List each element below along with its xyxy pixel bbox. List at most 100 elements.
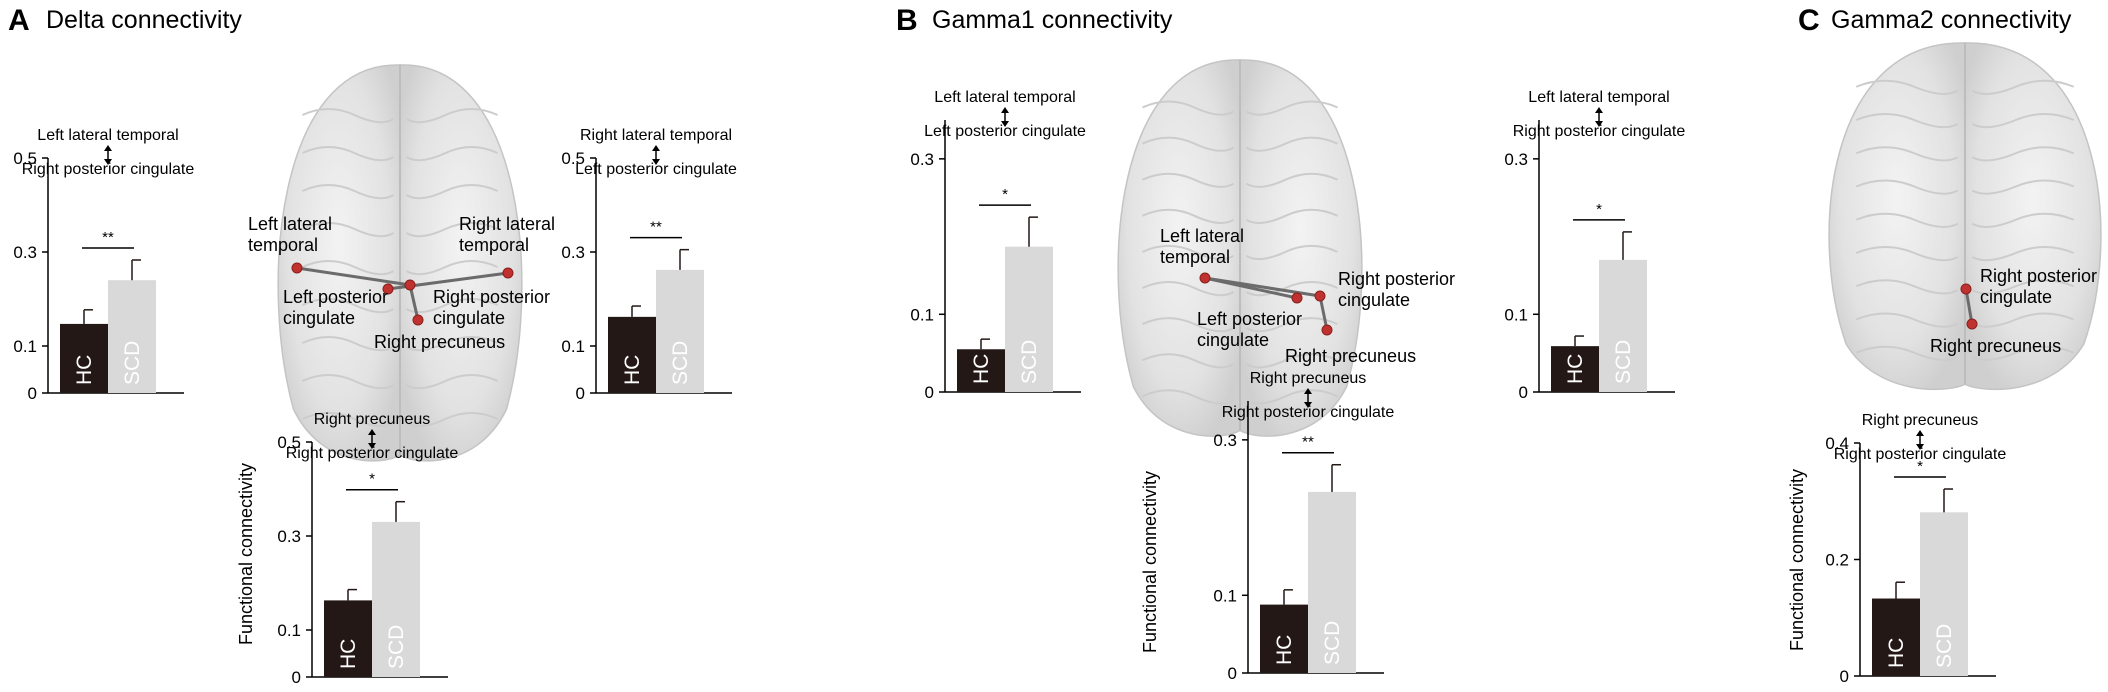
- y-tick-label: 0.1: [1213, 586, 1237, 605]
- gyrus-line: [1245, 389, 1338, 405]
- gyrus-line: [1142, 353, 1235, 369]
- gyrus-line: [1142, 244, 1235, 261]
- gyrus-line: [405, 260, 498, 276]
- gyrus-line: [1855, 79, 1959, 95]
- arrow-head: [652, 145, 660, 151]
- annotation-region-a: Left lateral temporal: [1528, 89, 1669, 106]
- connection-edge: [296, 266, 411, 287]
- gyrus-line: [405, 374, 498, 390]
- bar-scd: [1920, 512, 1968, 676]
- gyrus-line: [1245, 281, 1338, 297]
- y-tick-label: 0.3: [910, 150, 934, 169]
- y-tick-label: 0.1: [561, 337, 585, 356]
- category-label: SCD: [1321, 621, 1344, 665]
- bar-hc: [957, 349, 1005, 392]
- gyrus-line: [1971, 79, 2075, 95]
- annotation-region-b: Left posterior cingulate: [924, 123, 1086, 140]
- y-axis-label: Functional connectivity: [1787, 469, 1807, 651]
- gyrus-line: [1245, 244, 1338, 261]
- category-label: SCD: [1933, 624, 1956, 668]
- y-tick-label: 0.3: [277, 527, 301, 546]
- gyrus-line: [405, 108, 498, 124]
- bar-hc: [324, 600, 372, 677]
- y-tick-label: 0: [1228, 664, 1237, 683]
- gyrus-line: [1245, 208, 1338, 224]
- y-tick-label: 0.1: [910, 305, 934, 324]
- gyrus-line: [1245, 100, 1338, 116]
- region-node: [1321, 324, 1333, 336]
- y-tick-label: 0: [1840, 667, 1849, 686]
- gyrus-line: [302, 222, 395, 238]
- gyrus-line: [1142, 317, 1235, 333]
- annotation-region-b: Left posterior cingulate: [575, 161, 737, 178]
- panel-title: Gamma2 connectivity: [1831, 6, 2072, 34]
- annotation-region-b: Right posterior cingulate: [286, 445, 459, 462]
- arrow-head: [104, 159, 112, 165]
- gyrus-line: [1245, 136, 1338, 152]
- gyrus-line: [1855, 212, 1959, 228]
- region-node: [1966, 318, 1978, 330]
- region-node: [404, 279, 416, 291]
- arrow-head: [652, 159, 660, 165]
- gyrus-line: [1855, 179, 1959, 195]
- y-tick-label: 0.1: [277, 621, 301, 640]
- arrow-head: [1001, 107, 1009, 113]
- category-label: SCD: [121, 341, 144, 385]
- gyrus-line: [1855, 146, 1959, 162]
- y-tick-label: 0.1: [13, 337, 37, 356]
- category-label: HC: [970, 354, 993, 384]
- y-tick-label: 0.1: [1504, 305, 1528, 324]
- gyrus-line: [405, 336, 498, 352]
- connection-edge: [1204, 276, 1321, 298]
- gyrus-line: [302, 412, 395, 428]
- y-tick-label: 0: [1519, 383, 1528, 402]
- y-tick-label: 0.3: [1213, 431, 1237, 450]
- arrow-head: [1304, 388, 1312, 394]
- gyrus-line: [302, 336, 395, 352]
- gyrus-line: [302, 108, 395, 124]
- arrow-head: [1304, 402, 1312, 408]
- connection-edge: [408, 284, 420, 321]
- y-tick-label: 0.2: [1825, 551, 1849, 570]
- region-node: [412, 314, 424, 326]
- region-node: [1314, 290, 1326, 302]
- category-label: HC: [1885, 638, 1908, 668]
- significance-stars: **: [102, 229, 114, 246]
- y-tick-label: 0.5: [277, 433, 301, 452]
- category-label: SCD: [1612, 340, 1635, 384]
- annotation-region-b: Right posterior cingulate: [22, 161, 195, 178]
- bar-hc: [1260, 604, 1308, 673]
- left-hemisphere: [1117, 59, 1241, 437]
- significance-stars: *: [1002, 186, 1008, 203]
- gyrus-line: [405, 222, 498, 238]
- arrow-head: [1595, 121, 1603, 127]
- panel-c-heading: C Gamma2 connectivity: [1798, 4, 2072, 37]
- bar-hc: [1872, 598, 1920, 676]
- category-label: SCD: [1018, 340, 1041, 384]
- gyrus-line: [1971, 246, 2075, 262]
- gyrus-line: [1855, 246, 1959, 262]
- annotation-region-a: Right precuneus: [1862, 412, 1979, 429]
- significance-stars: *: [1596, 201, 1602, 218]
- region-node: [291, 262, 303, 274]
- arrow-head: [104, 145, 112, 151]
- left-hemisphere: [1828, 42, 1966, 391]
- gyrus-line: [302, 298, 395, 314]
- arrow-head: [1595, 107, 1603, 113]
- bar-scd: [656, 269, 704, 393]
- panel-b-heading: B Gamma1 connectivity: [896, 4, 1173, 37]
- panel-letter: A: [8, 4, 30, 37]
